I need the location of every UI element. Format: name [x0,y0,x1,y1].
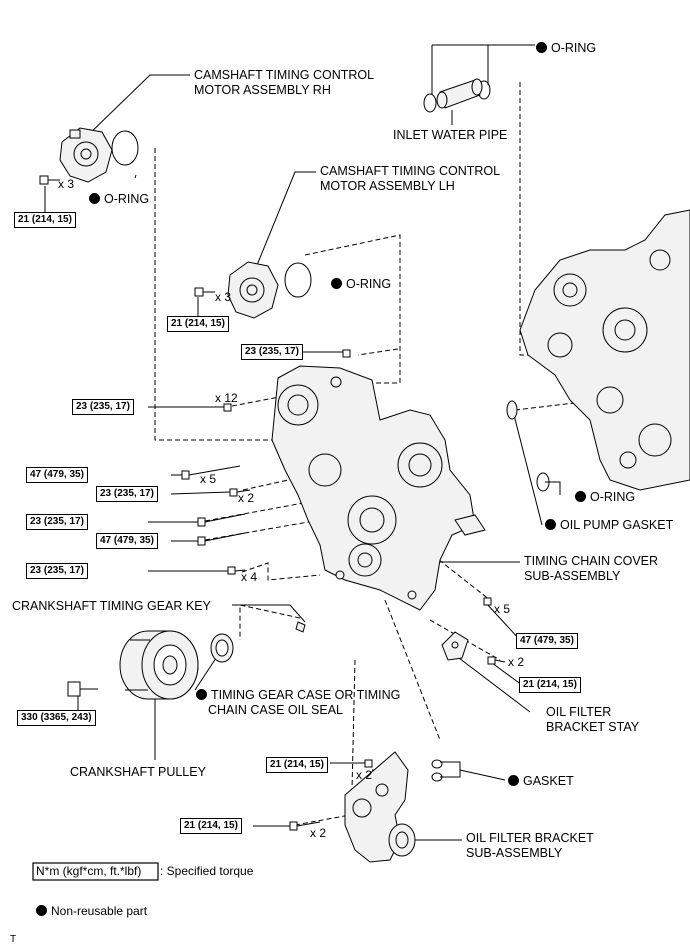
label-gasket: GASKET [508,774,574,789]
torque-23-x4: 23 (235, 17) [26,563,88,579]
non-reusable-dot-icon [36,905,47,916]
oil-seal [210,633,234,663]
torque-47-long: 47 (479, 35) [96,533,158,549]
label-crankshaft-pulley: CRANKSHAFT PULLEY [70,765,206,779]
qty-x2-bracket: x 2 [310,826,327,840]
non-reusable-dot-icon [196,689,207,700]
torque-23-top: 23 (235, 17) [241,344,303,360]
torque-21-stay: 21 (214, 15) [519,677,581,693]
torque-21-bracket: 21 (214, 15) [180,818,242,834]
inlet-water-pipe [436,78,483,109]
torque-21-lh: 21 (214, 15) [167,316,229,332]
non-reusable-dot-icon [508,775,519,786]
torque-21-rh: 21 (214, 15) [14,212,76,228]
oil-filter-bracket [344,751,416,863]
oring-pump [536,472,550,492]
crankshaft-pulley [119,630,199,700]
torque-330: 330 (3365, 243) [17,710,96,726]
oring-pipe-a [423,93,437,113]
oring-label-pump: O-RING [575,490,635,505]
non-reusable-dot-icon [331,278,342,289]
qty-rh: x 3 [58,177,75,191]
qty-x2-left: x 2 [238,491,255,505]
timing-chain-cover [271,365,486,611]
torque-21-bracket-top: 21 (214, 15) [266,757,328,773]
qty-x4: x 4 [241,570,258,584]
oring-lh [284,262,312,298]
qty-lh: x 3 [215,290,232,304]
label-oil-pump-gasket: OIL PUMP GASKET [545,518,673,533]
non-reusable-dot-icon [536,42,547,53]
non-reusable-dot-icon [575,491,586,502]
leader-lines [44,44,561,841]
qty-x12: x 12 [215,391,238,405]
qty-x2-bracket-top: x 2 [356,768,373,782]
bolts [39,175,506,831]
oring-label-pipe: O-RING [536,41,596,56]
qty-x5-left: x 5 [200,472,217,486]
oil-pump-gasket [506,400,518,420]
torque-23-long: 23 (235, 17) [26,514,88,530]
legend-torque-box-frame [32,862,159,881]
torque-47-right: 47 (479, 35) [516,633,578,649]
label-inlet-water-pipe: INLET WATER PIPE [393,128,508,142]
qty-x2-stay: x 2 [508,655,525,669]
torque-23-x12: 23 (235, 17) [72,399,134,415]
legend-non-reusable: Non-reusable part [36,904,147,919]
camshaft-motor-lh [227,261,279,319]
legend-torque-box: N*m (kgf*cm, ft.*lbf) [36,864,142,878]
crank-gear-key [295,621,306,633]
oring-label-lh: O-RING [331,277,391,292]
footer-mark: T [10,934,17,945]
non-reusable-dot-icon [89,193,100,204]
qty-x5-right: x 5 [494,602,511,616]
torque-23-x2: 23 (235, 17) [96,486,158,502]
torque-47-x5: 47 (479, 35) [26,467,88,483]
non-reusable-dot-icon [545,519,556,530]
camshaft-motor-rh [59,127,113,183]
oil-filter-bracket-stay [441,631,469,661]
legend-torque-text: : Specified torque [160,864,254,878]
label-crank-gear-key: CRANKSHAFT TIMING GEAR KEY [12,599,211,613]
oring-rh [111,130,139,166]
engine-block [519,209,690,491]
oring-label-rh: O-RING [89,192,149,207]
